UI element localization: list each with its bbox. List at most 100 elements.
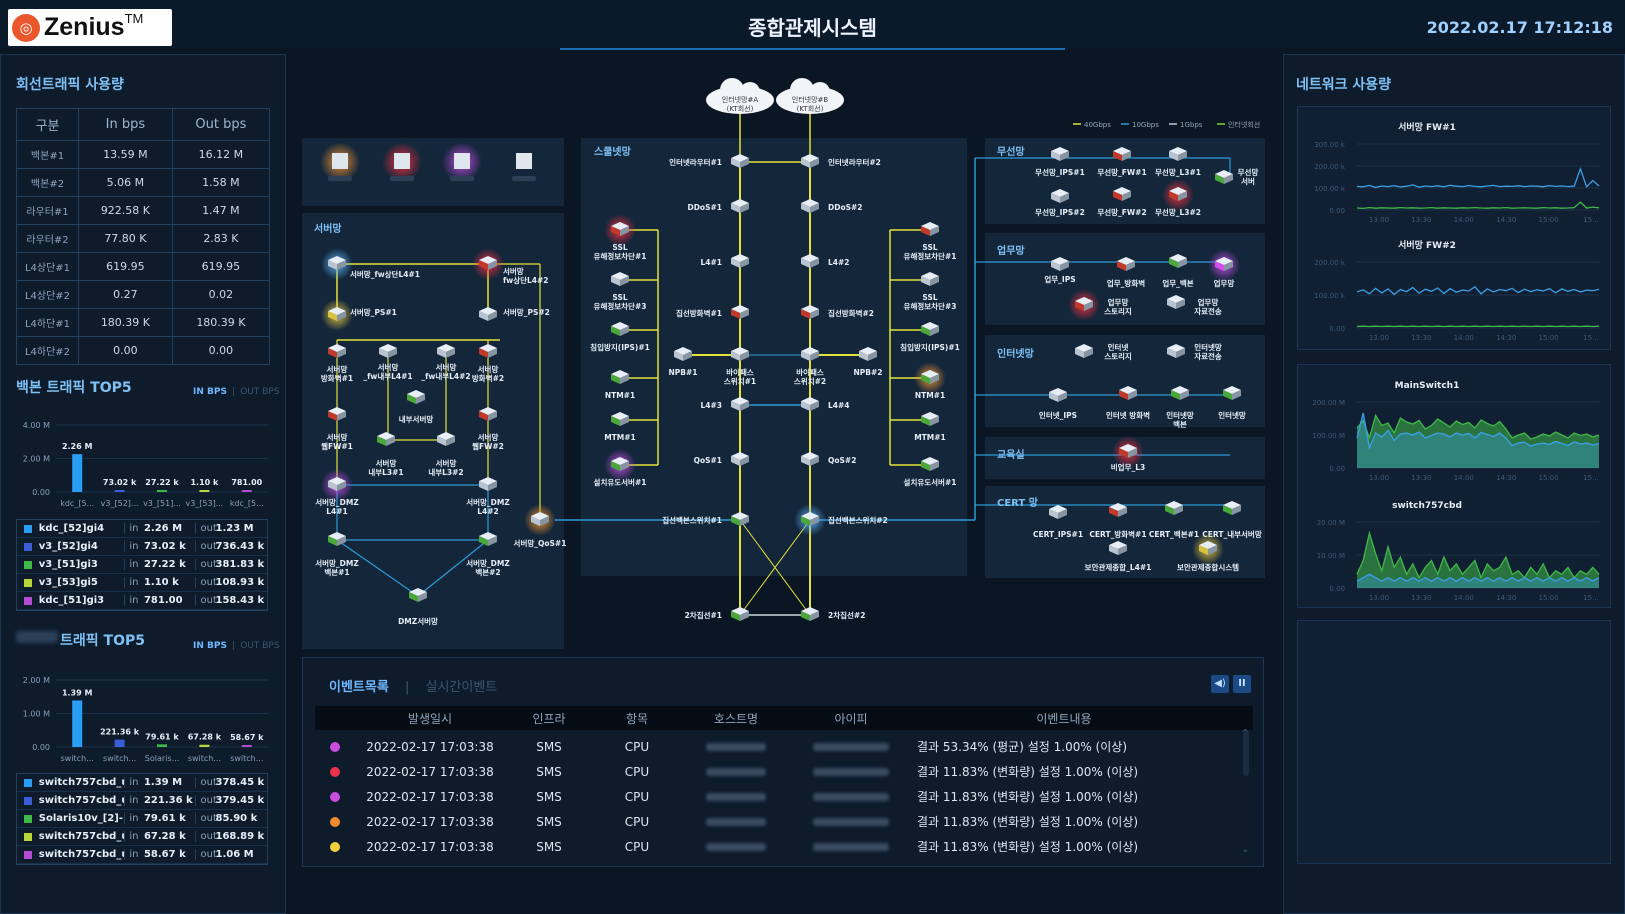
out-value: 736.43 k — [215, 541, 265, 552]
masked-ip — [791, 840, 911, 854]
device-side — [1199, 545, 1208, 555]
legend-swatch — [24, 578, 32, 587]
device-label-line: 보안관제종합_L4#1 — [1085, 562, 1152, 572]
masked-building-label — [390, 176, 414, 181]
cert-box — [985, 486, 1265, 578]
device-side — [801, 309, 810, 319]
out-value: 378.45 k — [215, 777, 265, 788]
zenius-logo[interactable]: ◎ Zenius TM — [8, 9, 172, 46]
device-side — [740, 309, 749, 319]
device-label: DDoS#1 — [687, 203, 722, 212]
device-label-line: 침입방지(IPS)#1 — [900, 342, 960, 352]
device-side — [1058, 509, 1067, 519]
out-label: out — [195, 831, 217, 842]
event-item: CPU — [624, 814, 650, 829]
device-side — [611, 226, 620, 236]
event-message: 결과 53.34% (평균) 설정 1.00% (이상) — [917, 740, 1127, 754]
cell-value: 5.06 M — [78, 168, 173, 197]
in-label: in — [124, 795, 142, 806]
device-label-line: 자료전송 — [1194, 306, 1222, 316]
device-side — [1128, 390, 1137, 400]
internet-device-label: 인터넷망 — [1218, 410, 1246, 420]
legend-name: v3_[51]gi3 — [38, 559, 98, 570]
tab-realtime-events[interactable]: 실시간이벤트 — [425, 680, 498, 695]
cell-value: 0.00 — [78, 336, 173, 365]
device-side — [1119, 448, 1128, 458]
y-tick-label: 4.00 M — [23, 421, 50, 430]
event-time: 2022-02-17 17:03:38 — [366, 814, 494, 829]
legend-name: v3_[52]gi4 — [38, 541, 98, 552]
device-side — [1075, 301, 1084, 311]
device-side — [740, 456, 749, 466]
device-side — [930, 374, 939, 384]
event-time: 2022-02-17 17:03:38 — [366, 789, 494, 804]
cell-value: 922.58 K — [78, 196, 173, 225]
device-side — [1169, 151, 1178, 161]
cert-device-label: CERT_백본#1 — [1149, 529, 1199, 539]
pause-icon[interactable]: II — [1233, 675, 1251, 693]
device-label: L4#2 — [828, 258, 850, 267]
device-label-line: 스토리지 — [1104, 306, 1132, 316]
sound-toggle-icon[interactable]: ◀) — [1211, 675, 1229, 693]
device-label-line: 백본 — [1173, 419, 1187, 429]
scroll-up-icon[interactable]: ⌃ — [1241, 728, 1250, 739]
device-side — [611, 416, 620, 426]
business-device-label: 업무_백본 — [1162, 278, 1193, 288]
device-side — [731, 309, 740, 319]
device-side — [620, 226, 629, 236]
server-top5-tabs: IN BPS | OUT BPS — [193, 633, 280, 652]
scroll-down-icon[interactable]: ⌄ — [1241, 844, 1250, 855]
legend-name: v3_[53]gi5 — [38, 577, 98, 588]
event-time: 2022-02-17 17:03:38 — [366, 839, 494, 854]
bar-value-label: 67.28 k — [188, 733, 222, 742]
network-link — [336, 539, 419, 597]
bar-value-label: 58.67 k — [230, 733, 264, 742]
x-tick-label: switch... — [103, 754, 136, 763]
device-label-line: 집선백본스위치#1 — [662, 515, 722, 525]
tab-separator: | — [232, 641, 236, 651]
page-title: 종합관제시스템 — [748, 16, 877, 40]
tab-in-bps[interactable]: IN BPS — [193, 387, 227, 397]
cell-value: 1.58 M — [171, 168, 271, 197]
in-label: in — [124, 849, 142, 860]
device-label-line: 업무_IPS — [1044, 274, 1075, 284]
in-value: 58.67 k — [143, 849, 186, 860]
internet-device-label: 인터넷 방화벽 — [1106, 410, 1150, 420]
device-side — [1109, 507, 1118, 517]
masked-title-prefix — [16, 631, 58, 643]
tab-event-list[interactable]: 이벤트목록 — [329, 680, 389, 695]
right-device-label: MTM#1 — [914, 433, 946, 442]
tab-out-bps[interactable]: OUT BPS — [240, 641, 280, 651]
device-side — [1118, 507, 1127, 517]
device-label-line: 인터넷망 — [1194, 342, 1222, 352]
device-label-line: 유해정보차단#3 — [594, 301, 647, 311]
table-header-row: 구분 In bps Out bps — [16, 108, 271, 141]
device-side — [810, 203, 819, 213]
tab-in-bps[interactable]: IN BPS — [193, 641, 227, 651]
tab-out-bps[interactable]: OUT BPS — [240, 387, 280, 397]
usage-chart-title: 서버망 FW#2 — [1398, 239, 1456, 251]
x-tick-label: switch... — [61, 754, 94, 763]
event-scrollbar[interactable] — [1243, 730, 1249, 776]
row-label: 백본#1 — [16, 140, 79, 169]
